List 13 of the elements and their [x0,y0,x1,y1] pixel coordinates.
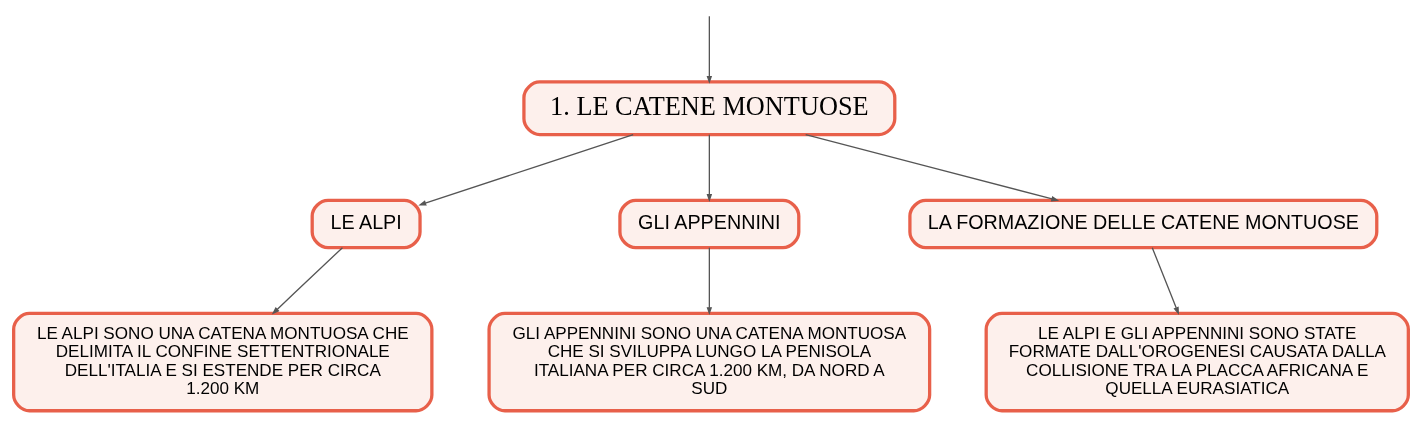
node-box: LE ALPI E GLI APPENNINI SONO STATE FORMATE DALL'OROGENESI CAUSATA DALLA COLLISIONE TRA LA PLACCA AFRICANA E QUELLA EURASIATICA [984,311,1410,413]
node-box: 1. LE CATENE MONTUOSE [522,80,897,137]
node-box: LE ALPI SONO UNA CATENA MONTUOSA CHE DELIMITA IL CONFINE SETTENTRIONALE DELL'ITALIA E SI ESTENDE PER CIRCA 1.200 KM [12,311,434,413]
arrow [706,134,713,202]
arrow [706,15,713,84]
node-box: GLI APPENNINI SONO UNA CATENA MONTUOSA CHE SI SVILUPPA LUNGO LA PENISOLA ITALIANA PER CIRCA 1.200 KM, DA NORD A SUD [487,311,932,413]
node-box: GLI APPENNINI [618,198,801,250]
arrow [805,134,1060,202]
arrow [1151,247,1179,315]
node-box: LE ALPI [310,198,422,250]
arrow [271,247,344,315]
arrow [706,247,713,316]
arrow [418,134,634,206]
